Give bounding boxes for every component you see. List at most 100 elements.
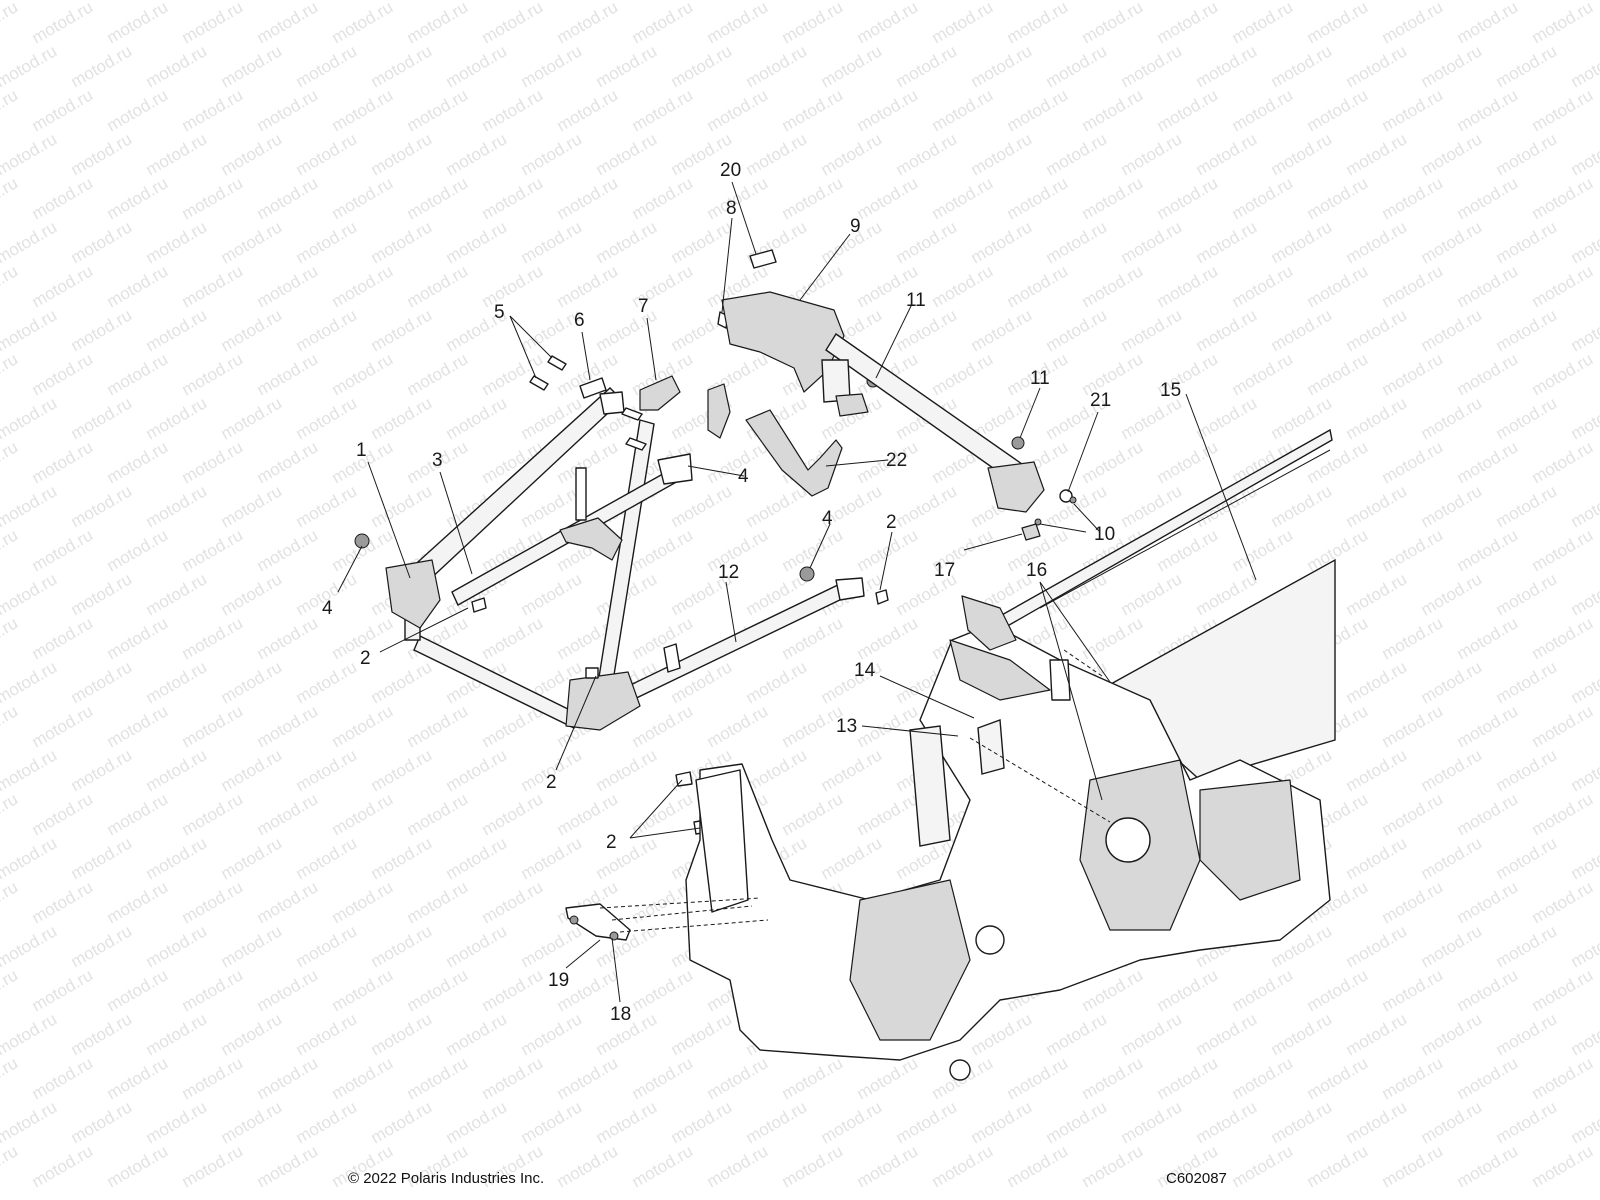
- brace-3-tab: [575, 467, 587, 521]
- chassis-left-fin: [961, 595, 1017, 651]
- callout-18: 18: [610, 1004, 631, 1025]
- nut-19-b: [609, 931, 619, 941]
- leader-22: [825, 459, 889, 467]
- chassis-foot: [949, 1059, 971, 1081]
- leader-15: [1185, 393, 1257, 581]
- callout-numbers: 1 3 4 2 5 6 7 8 20 9 11 11 21 15 10 4 22…: [322, 160, 1181, 1025]
- callout-2-mid: 2: [886, 512, 897, 533]
- upper-frame-assembly: [385, 387, 865, 731]
- frame-node-top: [599, 391, 625, 415]
- chassis-post-left: [695, 769, 749, 913]
- callout-2-lower: 2: [606, 832, 617, 853]
- chassis-bearing-16: [1105, 817, 1151, 863]
- leader-20: [731, 181, 757, 255]
- clip-17: [1021, 523, 1041, 541]
- leader-4-mid: [809, 523, 831, 569]
- leader-19: [565, 939, 601, 969]
- leader-3: [439, 471, 473, 575]
- callout-14: 14: [854, 660, 876, 681]
- support-foot: [835, 393, 869, 417]
- leader-11-top: [875, 303, 913, 379]
- callout-8: 8: [726, 198, 737, 219]
- chassis-tube-14: [977, 719, 1005, 775]
- chassis-post-right: [1049, 659, 1071, 701]
- leader-10-b: [1039, 523, 1087, 533]
- leader-21: [1067, 411, 1099, 493]
- nut-4-mid: [799, 566, 815, 582]
- callout-4-mid: 4: [822, 508, 833, 529]
- callout-3: 3: [432, 450, 443, 471]
- leader-9: [799, 233, 851, 301]
- bracket-22: [745, 409, 843, 497]
- nut-4-left: [354, 533, 370, 549]
- crossbar-12-tab: [663, 643, 681, 673]
- bracket-7: [639, 375, 681, 411]
- leader-11-right: [1019, 387, 1041, 439]
- leader-7: [646, 317, 657, 381]
- callout-6: 6: [574, 310, 585, 331]
- leader-5-a: [509, 315, 553, 359]
- leader-2-lower-b: [629, 827, 701, 839]
- bolt-4-top: [621, 407, 643, 421]
- nut-10a: [1069, 496, 1077, 504]
- leader-14: [879, 675, 975, 719]
- frame-node-bottom: [565, 671, 641, 731]
- bolt-2-b: [875, 589, 889, 605]
- rail-15-line: [1039, 449, 1331, 609]
- callout-19: 19: [548, 970, 569, 991]
- align-line-1: [599, 897, 761, 909]
- leader-2-left: [379, 607, 469, 653]
- frame-node-right: [657, 453, 693, 485]
- align-line-2: [611, 905, 753, 921]
- leader-2-lower-a: [629, 779, 683, 839]
- chassis-body: [685, 623, 1331, 1061]
- bolt-2-c: [585, 667, 599, 679]
- leader-1: [367, 461, 411, 579]
- chassis-tube-13: [909, 725, 951, 847]
- callout-21: 21: [1090, 390, 1111, 411]
- chassis-rear-mesh: [1199, 779, 1301, 901]
- support-end-plate: [987, 461, 1045, 513]
- callout-11-right: 11: [1030, 368, 1050, 389]
- leader-18: [611, 937, 621, 1003]
- nut-10b: [1034, 518, 1042, 526]
- leader-8: [721, 217, 733, 313]
- chassis-front-panel: [849, 879, 971, 1041]
- bolt-2-a: [471, 597, 487, 613]
- small-brackets: [579, 249, 843, 497]
- lower-chassis: [685, 595, 1331, 1081]
- leader-lines: [337, 181, 1257, 1003]
- nut-11-right: [1011, 436, 1025, 450]
- align-line-3: [619, 919, 769, 933]
- callout-7: 7: [638, 296, 649, 317]
- chassis-top-mesh: [949, 639, 1051, 701]
- callout-4-top: 4: [738, 466, 749, 487]
- callout-10: 10: [1094, 524, 1115, 545]
- callout-11-top: 11: [906, 290, 926, 311]
- callout-22: 22: [886, 450, 907, 471]
- label-20: [749, 249, 777, 269]
- leader-5-b: [509, 315, 537, 379]
- callout-17: 17: [934, 560, 955, 581]
- bracket-7b: [707, 383, 731, 439]
- callout-2-left: 2: [360, 648, 371, 669]
- leader-16-b: [1039, 581, 1103, 801]
- leader-10-a: [1073, 503, 1101, 533]
- callout-2-bottom: 2: [546, 772, 557, 793]
- callout-1: 1: [356, 440, 367, 461]
- brace-3-bracket: [559, 517, 623, 561]
- callout-20: 20: [720, 160, 741, 181]
- bolt-5-a: [547, 355, 567, 371]
- plate-6: [579, 377, 607, 399]
- nut-19-a: [569, 915, 579, 925]
- support-plate-9: [721, 291, 845, 393]
- leader-17: [963, 533, 1023, 551]
- leader-4-top: [687, 465, 745, 477]
- leader-16-a: [1039, 581, 1111, 683]
- align-line-13: [969, 737, 1111, 823]
- drawing-id: C602087: [1166, 1170, 1227, 1187]
- leader-4-left: [337, 545, 363, 593]
- bracket-18: [565, 903, 631, 941]
- align-line-16: [1063, 649, 1103, 677]
